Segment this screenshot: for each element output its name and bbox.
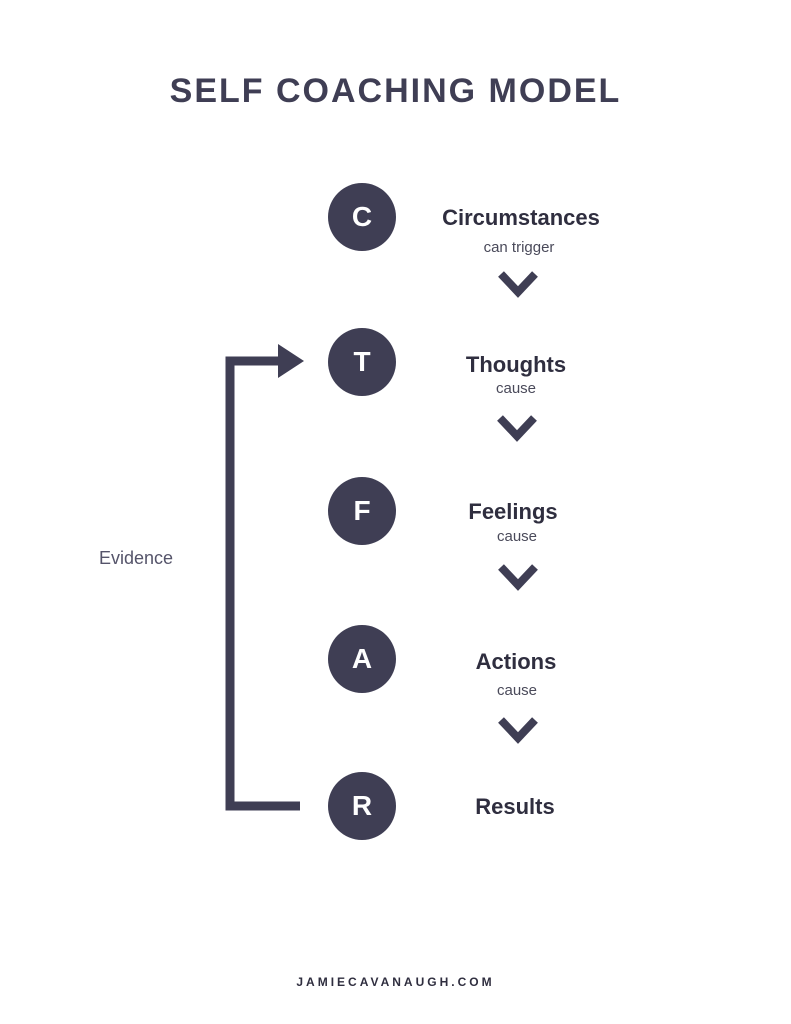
step-circle-c: C bbox=[328, 183, 396, 251]
evidence-arrowhead bbox=[278, 344, 304, 378]
step-connector-cause: cause bbox=[496, 682, 538, 699]
step-connector-can-trigger: can trigger bbox=[483, 239, 555, 256]
step-label-actions: Actions bbox=[475, 649, 557, 674]
chevron-down-icon bbox=[498, 717, 538, 744]
evidence-label: Evidence bbox=[99, 548, 174, 568]
step-circle-r: R bbox=[328, 772, 396, 840]
step-circle-a: A bbox=[328, 625, 396, 693]
diagram-title: SELF COACHING MODEL bbox=[169, 72, 622, 110]
chevron-down-icon bbox=[498, 271, 538, 298]
chevron-down-icon bbox=[497, 415, 537, 442]
step-connector-cause: cause bbox=[495, 380, 537, 397]
step-label-circumstances: Circumstances bbox=[442, 205, 600, 230]
step-circle-t: T bbox=[328, 328, 396, 396]
evidence-feedback-line bbox=[225, 356, 300, 811]
chevron-down-icon bbox=[498, 564, 538, 591]
step-circle-f: F bbox=[328, 477, 396, 545]
footer-website: JAMIECAVANAUGH.COM bbox=[296, 975, 495, 989]
step-label-thoughts: Thoughts bbox=[465, 352, 567, 377]
step-label-results: Results bbox=[475, 794, 555, 819]
step-label-feelings: Feelings bbox=[468, 499, 558, 524]
step-connector-cause: cause bbox=[496, 528, 538, 545]
